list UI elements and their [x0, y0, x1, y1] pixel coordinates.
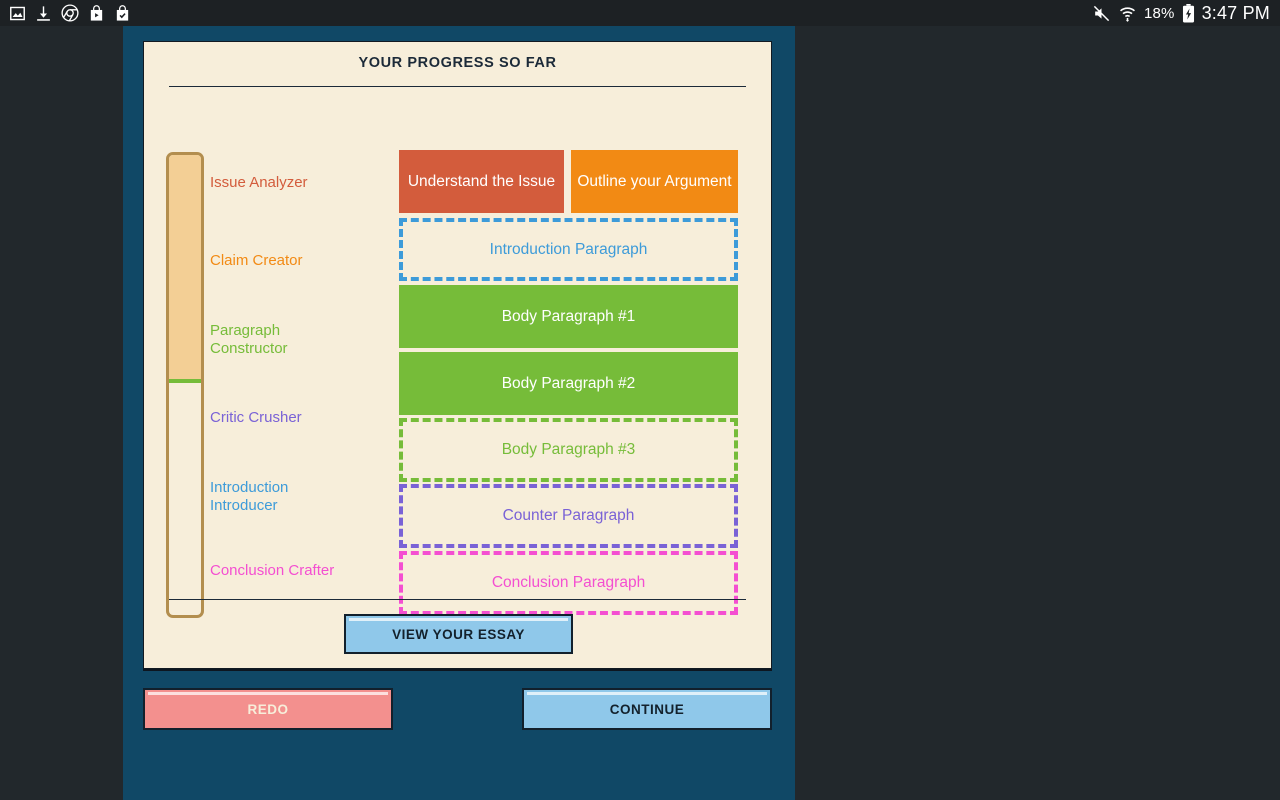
android-status-bar: 18% 3:47 PM	[0, 0, 1280, 26]
essay-block[interactable]: Conclusion Paragraph	[399, 551, 738, 615]
essay-block[interactable]: Introduction Paragraph	[399, 218, 738, 281]
action-bar: REDO CONTINUE	[143, 688, 772, 730]
stage-label: Claim Creator	[210, 252, 303, 269]
stage-label: Critic Crusher	[210, 409, 302, 426]
wifi-icon	[1118, 4, 1137, 23]
stage-label: Conclusion Crafter	[210, 562, 335, 579]
essay-block[interactable]: Body Paragraph #1	[399, 285, 738, 348]
essay-block[interactable]: Counter Paragraph	[399, 484, 738, 548]
status-bar-system-icons: 18% 3:47 PM	[1092, 3, 1280, 24]
footer-divider	[169, 599, 746, 600]
image-icon	[9, 5, 26, 22]
battery-percentage: 18%	[1143, 4, 1175, 22]
redo-button[interactable]: REDO	[143, 688, 393, 730]
essay-block[interactable]: Body Paragraph #3	[399, 418, 738, 482]
page-title: YOUR PROGRESS SO FAR	[358, 55, 557, 71]
status-bar-notification-icons	[0, 4, 131, 22]
view-essay-button[interactable]: VIEW YOUR ESSAY	[344, 614, 573, 654]
continue-button[interactable]: CONTINUE	[522, 688, 772, 730]
battery-charging-icon	[1182, 3, 1195, 23]
chrome-icon	[61, 4, 79, 22]
play-store-icon	[88, 4, 105, 22]
view-essay-button-container: VIEW YOUR ESSAY	[144, 614, 773, 654]
progress-track	[166, 152, 204, 618]
play-store-installed-icon	[114, 4, 131, 22]
stage-label: Issue Analyzer	[210, 174, 308, 191]
title-divider	[169, 86, 746, 87]
download-icon	[35, 5, 52, 22]
progress-fill	[169, 155, 201, 383]
mute-icon	[1092, 4, 1111, 23]
essay-block[interactable]: Understand the Issue	[399, 150, 564, 213]
status-bar-clock: 3:47 PM	[1201, 2, 1270, 23]
essay-block[interactable]: Outline your Argument	[571, 150, 738, 213]
essay-block[interactable]: Body Paragraph #2	[399, 352, 738, 415]
